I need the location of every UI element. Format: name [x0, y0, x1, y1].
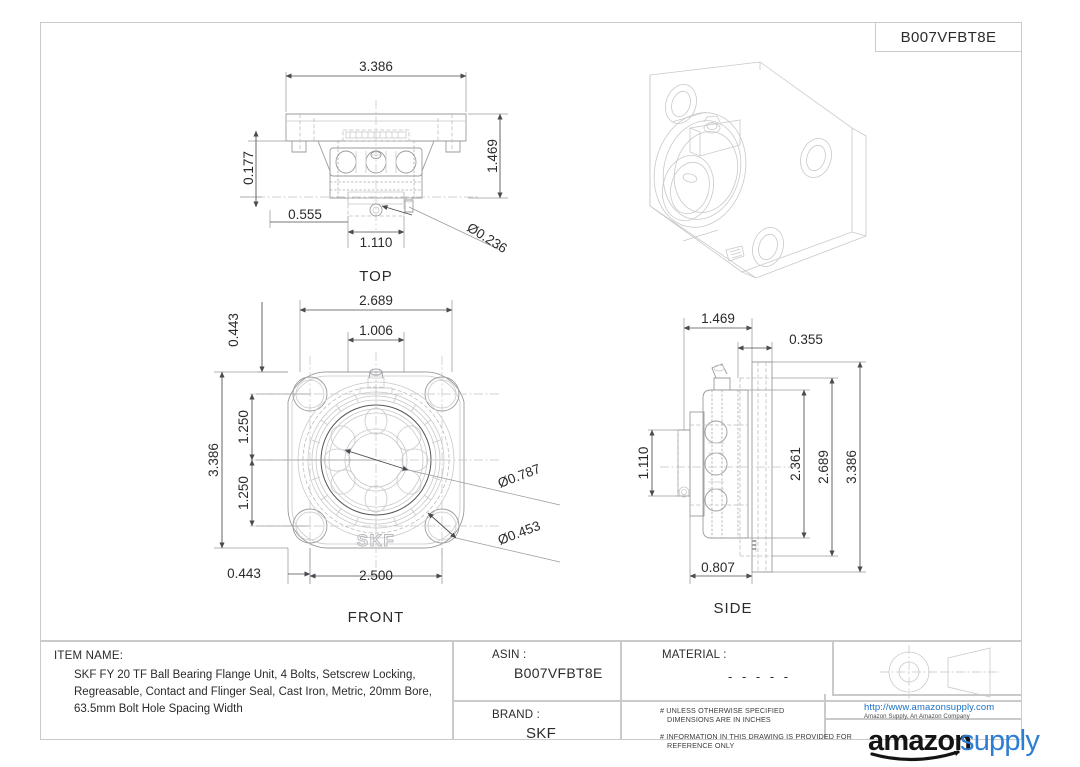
dim-top-0177: 0.177	[241, 151, 256, 185]
note-2-line-2: REFERENCE ONLY	[667, 741, 735, 751]
logo-supply-text: supply	[960, 725, 1040, 757]
brand-cell: BRAND : SKF	[492, 709, 652, 742]
dim-top-0555: 0.555	[288, 207, 322, 222]
dim-side-1469: 1.469	[701, 311, 735, 326]
tb-divider-v1	[452, 640, 454, 740]
tb-divider-v4	[824, 694, 826, 740]
dim-front-0443-top: 0.443	[226, 313, 241, 347]
asin-label: ASIN :	[492, 649, 527, 661]
item-name-value: SKF FY 20 TF Ball Bearing Flange Unit, 4…	[74, 669, 432, 715]
material-label: MATERIAL :	[662, 649, 727, 661]
material-cell: MATERIAL : - - - - -	[662, 649, 842, 684]
url-cell: http://www.amazonsupply.com Amazon Suppl…	[864, 702, 1044, 720]
amazonsupply-logo-svg: amazon supply	[868, 725, 1041, 762]
view-side-dimensions: 1.469 0.355 1.110 2.361 2.689 3.386 0.	[636, 311, 866, 617]
dim-front-2500: 2.500	[359, 568, 393, 583]
view-label-front: FRONT	[348, 609, 405, 626]
brand-value: SKF	[526, 725, 557, 742]
view-top-geometry	[240, 100, 480, 230]
dim-side-1110: 1.110	[636, 447, 651, 480]
dim-top-1110: 1.110	[360, 235, 393, 250]
view-isometric-geometry	[649, 61, 867, 279]
tb-divider-mid	[452, 700, 1022, 702]
tb-divider-v2	[620, 640, 622, 740]
amazonsupply-logo: amazon supply	[866, 722, 1056, 767]
projection-symbol	[880, 645, 1000, 699]
tb-divider-logo	[832, 694, 1022, 696]
view-label-side: SIDE	[713, 600, 752, 617]
amazonsupply-tagline: Amazon Supply, An Amazon Company	[864, 714, 970, 720]
dim-front-1006: 1.006	[359, 323, 393, 338]
title-block: ITEM NAME: SKF FY 20 TF Ball Bearing Fla…	[40, 640, 1041, 762]
notes-cell: # UNLESS OTHERWISE SPECIFIED DIMENSIONS …	[660, 706, 855, 751]
dim-side-2361: 2.361	[788, 447, 803, 481]
dim-top-3386: 3.386	[359, 59, 393, 74]
item-name-label: ITEM NAME:	[54, 650, 124, 662]
sheet-border	[40, 22, 1022, 740]
dim-side-0355: 0.355	[789, 332, 823, 347]
asin-header-box: B007VFBT8E	[875, 22, 1022, 52]
item-name-cell: ITEM NAME: SKF FY 20 TF Ball Bearing Fla…	[54, 650, 434, 718]
view-side-geometry	[660, 361, 800, 573]
amazon-smile-arrow	[870, 750, 960, 762]
tb-divider-top	[40, 640, 1022, 642]
dim-front-3386: 3.386	[206, 443, 221, 477]
dim-top-1469: 1.469	[485, 139, 500, 173]
asin-value: B007VFBT8E	[514, 665, 603, 681]
amazonsupply-url[interactable]: http://www.amazonsupply.com	[864, 702, 995, 713]
dim-front-2689: 2.689	[359, 293, 393, 308]
tb-divider-url	[824, 718, 1022, 720]
front-skf-mark: SKF	[357, 531, 396, 550]
dim-front-0443-bottom: 0.443	[227, 566, 261, 581]
dim-side-3386: 3.386	[844, 450, 859, 484]
brand-label: BRAND :	[492, 709, 541, 721]
asin-header-value: B007VFBT8E	[900, 28, 997, 46]
dim-front-1250-upper: 1.250	[236, 410, 251, 444]
note-1: # UNLESS OTHERWISE SPECIFIED DIMENSIONS …	[660, 706, 855, 725]
asin-cell: ASIN : B007VFBT8E	[492, 649, 652, 681]
dim-side-2689: 2.689	[816, 450, 831, 484]
note-1-line-1: # UNLESS OTHERWISE SPECIFIED	[660, 706, 785, 715]
note-1-line-2: DIMENSIONS ARE IN INCHES	[667, 715, 771, 725]
view-label-top: TOP	[359, 268, 393, 285]
note-2-line-1: # INFORMATION IN THIS DRAWING IS PROVIDE…	[660, 731, 852, 741]
note-2: # INFORMATION IN THIS DRAWING IS PROVIDE…	[660, 732, 855, 751]
dim-front-1250-lower: 1.250	[236, 476, 251, 510]
amazon-smile-tip	[954, 751, 960, 756]
dim-side-0807: 0.807	[701, 560, 735, 575]
view-front-dimensions: 2.689 1.006 0.443 3.386 1.250 1.250 0.	[206, 293, 561, 626]
tb-divider-v3	[832, 640, 834, 694]
material-value: - - - - -	[728, 669, 792, 684]
